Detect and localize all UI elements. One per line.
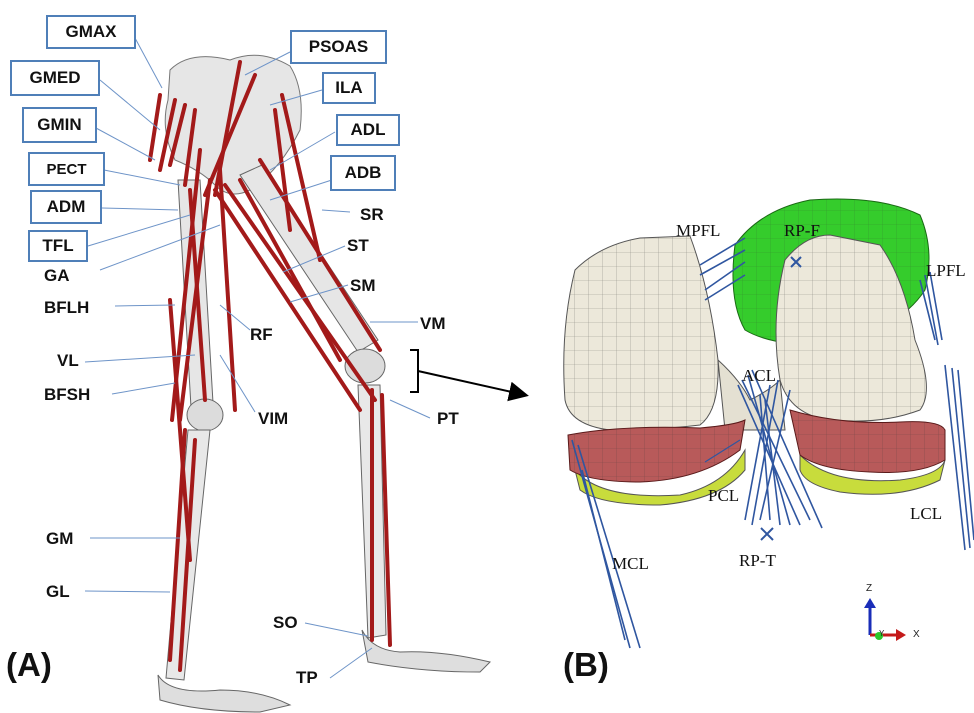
label-lpfl: LPFL bbox=[926, 262, 966, 279]
label-psoas: PSOAS bbox=[290, 30, 387, 64]
zoom-arrow bbox=[410, 350, 525, 395]
label-adb: ADB bbox=[330, 155, 396, 191]
label-adl: ADL bbox=[336, 114, 400, 146]
label-vim: VIM bbox=[258, 410, 288, 427]
label-gmed: GMED bbox=[10, 60, 100, 96]
label-tfl: TFL bbox=[28, 230, 88, 262]
axis-triad bbox=[864, 598, 906, 641]
label-pt: PT bbox=[437, 410, 459, 427]
label-gl: GL bbox=[46, 583, 70, 600]
musculoskeletal-model bbox=[150, 55, 490, 712]
label-rp-t: RP-T bbox=[739, 552, 776, 569]
panel-label-a: (A) bbox=[6, 648, 52, 681]
label-bfsh: BFSH bbox=[44, 386, 90, 403]
label-bflh: BFLH bbox=[44, 299, 89, 316]
knee-joint-model bbox=[564, 199, 974, 648]
label-ila: ILA bbox=[322, 72, 376, 104]
axis-label-z: Z bbox=[866, 584, 872, 594]
label-sm: SM bbox=[350, 277, 376, 294]
label-pcl: PCL bbox=[708, 487, 739, 504]
label-gmin: GMIN bbox=[22, 107, 97, 143]
label-vm: VM bbox=[420, 315, 446, 332]
rp-t-marker bbox=[761, 528, 773, 540]
axis-label-x: X bbox=[913, 630, 920, 640]
knee-near bbox=[187, 399, 223, 431]
label-sr: SR bbox=[360, 206, 384, 223]
axis-label-y: Y bbox=[879, 630, 884, 638]
label-acl: ACL bbox=[742, 367, 776, 384]
panel-label-b: (B) bbox=[563, 648, 609, 681]
label-gm: GM bbox=[46, 530, 73, 547]
label-adm: ADM bbox=[30, 190, 102, 224]
label-pect: PECT bbox=[28, 152, 105, 186]
label-gmax: GMAX bbox=[46, 15, 136, 49]
foot-near bbox=[158, 675, 290, 712]
label-lcl: LCL bbox=[910, 505, 942, 522]
label-st: ST bbox=[347, 237, 369, 254]
label-vl: VL bbox=[57, 352, 79, 369]
label-rp-f: RP-F bbox=[784, 222, 820, 239]
label-rf: RF bbox=[250, 326, 273, 343]
label-ga: GA bbox=[44, 267, 70, 284]
label-so: SO bbox=[273, 614, 298, 631]
label-mcl: MCL bbox=[612, 555, 649, 572]
label-tp: TP bbox=[296, 669, 318, 686]
label-mpfl: MPFL bbox=[676, 222, 720, 239]
